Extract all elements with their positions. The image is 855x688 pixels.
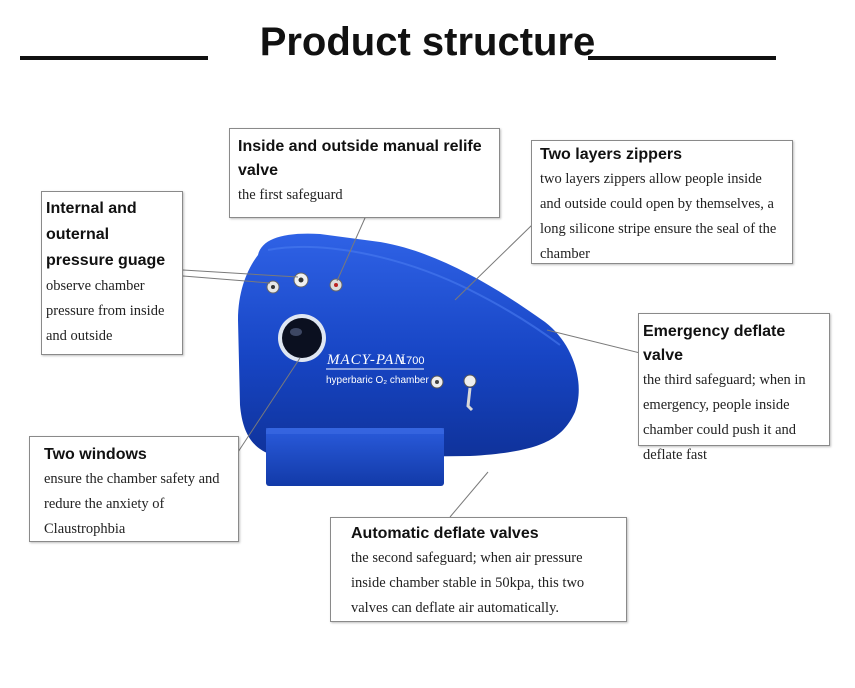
leader-gauge-1 [183, 276, 270, 283]
callout-emergency-valve-heading: Emergency deflate valve [643, 320, 827, 368]
callout-relief-valve: Inside and outside manual relife valve t… [229, 128, 500, 218]
callout-zippers: Two layers zippers two layers zippers al… [531, 140, 793, 264]
leader-gauge-2 [183, 270, 298, 277]
leader-relief-valve [337, 218, 365, 281]
callout-auto-valves-body: the second safeguard; when air pressure … [351, 546, 620, 621]
callout-windows: Two windows ensure the chamber safety an… [29, 436, 239, 542]
callout-auto-valves-heading: Automatic deflate valves [351, 522, 620, 546]
callout-relief-valve-heading: Inside and outside manual relife valve [238, 135, 491, 183]
callout-windows-body: ensure the chamber safety and redure the… [44, 467, 230, 542]
callout-auto-valves: Automatic deflate valves the second safe… [330, 517, 627, 622]
leader-windows [238, 358, 300, 452]
callout-windows-heading: Two windows [44, 443, 230, 467]
callout-zippers-body: two layers zippers allow people inside a… [540, 167, 786, 267]
callout-pressure-gauge-heading: Internal and outernal pressure guage [46, 200, 165, 269]
leader-auto-valves [450, 472, 488, 517]
callout-pressure-gauge-body: observe chamber pressure from inside and… [46, 278, 164, 344]
callout-emergency-valve: Emergency deflate valve the third safegu… [638, 313, 830, 446]
callout-pressure-gauge: Internal and outernal pressure guage obs… [41, 191, 183, 355]
callout-emergency-valve-body: the third safeguard; when in emergency, … [643, 368, 827, 468]
leader-zippers [455, 225, 532, 300]
callout-relief-valve-body: the first safeguard [238, 183, 491, 208]
callout-pressure-gauge-text: Internal and outernal pressure guage obs… [46, 196, 178, 349]
leader-emergency [547, 330, 640, 353]
callout-zippers-heading: Two layers zippers [540, 143, 786, 167]
